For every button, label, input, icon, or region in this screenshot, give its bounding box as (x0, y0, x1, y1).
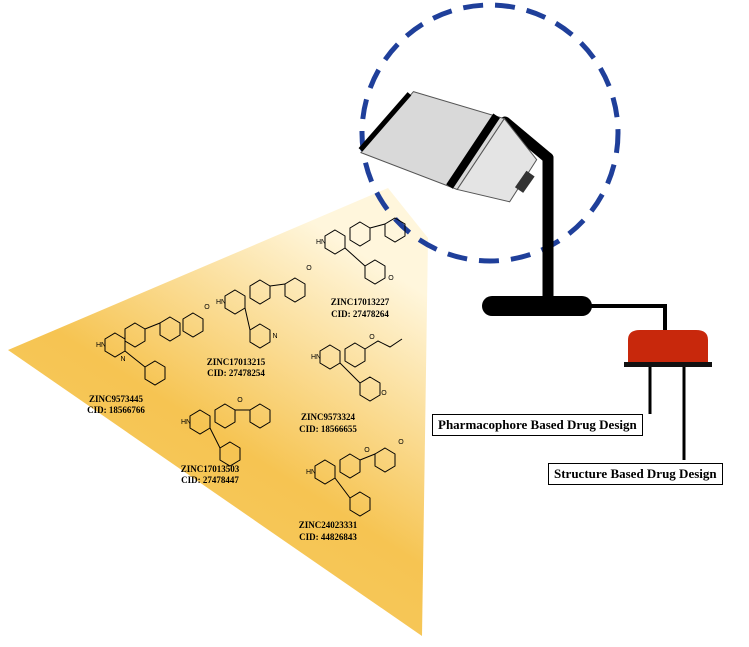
molecule-6: HN O O (306, 439, 404, 517)
atom-label: HN (216, 299, 226, 306)
atom-label: O (306, 265, 312, 272)
molecule-2: HN N O (216, 265, 312, 349)
atom-label: O (381, 390, 387, 397)
atom-label: O (388, 275, 394, 282)
base-plug (624, 330, 712, 460)
atom-label: HN (306, 469, 316, 476)
atom-label: N (120, 356, 125, 363)
compound-cid-label: CID: 18566766 (87, 405, 145, 415)
atom-label: HN (316, 239, 326, 246)
compound-zinc-label: ZINC24023331 (299, 520, 358, 530)
light-beam (8, 188, 428, 636)
compound-zinc-label: ZINC17013503 (181, 464, 240, 474)
pharmacophore-label: Pharmacophore Based Drug Design (432, 414, 643, 436)
structure-label: Structure Based Drug Design (548, 463, 723, 485)
compound-zinc-label: ZINC9573445 (89, 394, 144, 404)
highlight-ring (359, 2, 621, 264)
molecule-3: HN O (316, 217, 406, 285)
compound-cid-label: CID: 44826843 (299, 532, 357, 542)
atom-label: HN (181, 419, 191, 426)
molecule-1: HN N O (96, 304, 210, 386)
atom-label: HN (96, 342, 106, 349)
atom-label: O (364, 447, 370, 454)
lamp-head (358, 91, 538, 203)
compound-cid-label: CID: 27478264 (331, 309, 389, 319)
atom-label: O (369, 334, 375, 341)
compound-zinc-label: ZINC17013215 (207, 357, 266, 367)
molecule-5: HN O (181, 397, 271, 467)
atom-label: O (237, 397, 243, 404)
atom-label: O (398, 439, 404, 446)
molecule-4: HN O O (311, 334, 403, 402)
compound-zinc-label: ZINC9573324 (301, 412, 356, 422)
compound-cid-label: CID: 27478447 (181, 475, 239, 485)
atom-label: HN (311, 354, 321, 361)
atom-label: O (204, 304, 210, 311)
compound-cid-label: CID: 27478254 (207, 368, 265, 378)
compound-zinc-label: ZINC17013227 (331, 297, 390, 307)
compound-cid-label: CID: 18566655 (299, 424, 357, 434)
atom-label: N (272, 333, 277, 340)
